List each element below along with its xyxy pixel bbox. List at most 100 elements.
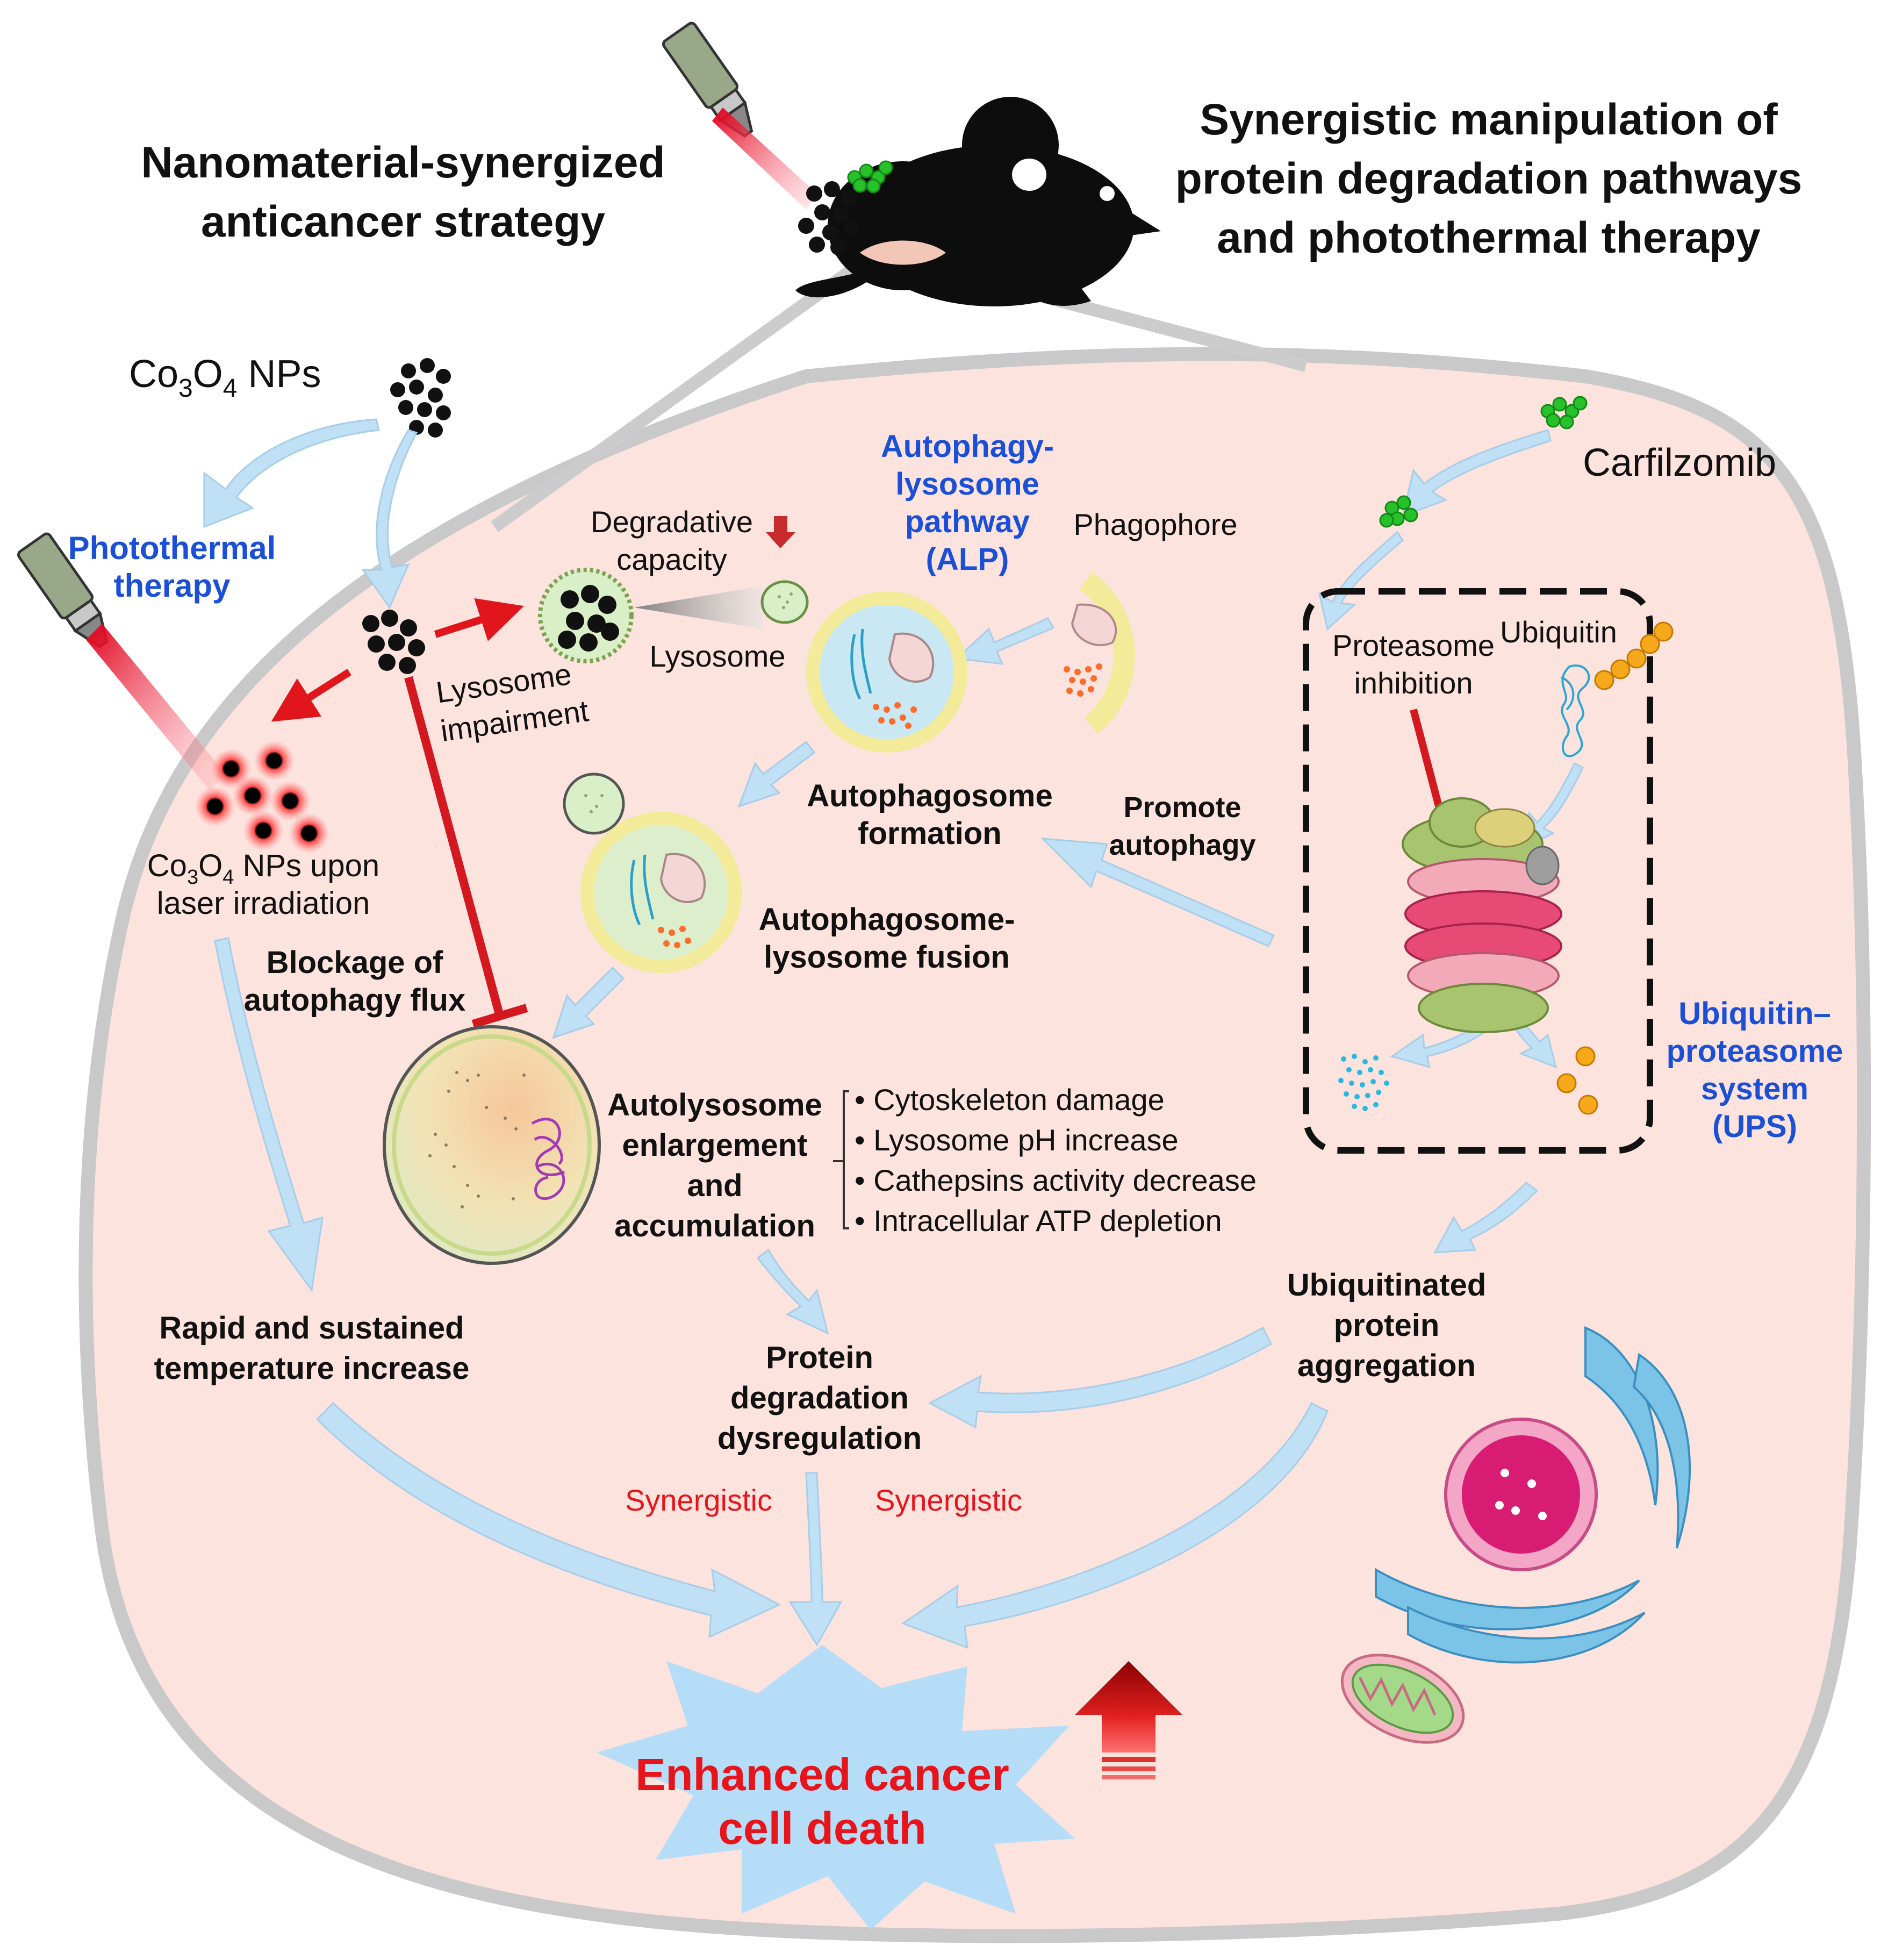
alp-label-line4: (ALP)	[926, 542, 1009, 577]
promote-label-line2: autophagy	[1109, 829, 1255, 861]
irradiated-label-line1: Co3O4 NPs upon	[147, 848, 379, 889]
effect-item-1: • Lysosome pH increase	[855, 1123, 1179, 1157]
flow-arrow-dysregulation-to-death	[788, 1472, 843, 1647]
ups-label-line2: proteasome	[1667, 1034, 1843, 1069]
death-label-line1: Enhanced cancer	[635, 1749, 1009, 1800]
flow-arrow-to-temperature	[214, 937, 324, 1292]
blockage-label-line1: Blockage of	[267, 945, 443, 980]
blockage-label-line2: autophagy flux	[244, 983, 465, 1018]
flow-arrow-drug-to-box	[1318, 531, 1404, 631]
title-right-line3: and photothermal therapy	[1217, 213, 1761, 262]
laser-icon	[662, 22, 753, 138]
photothermal-label-line1: Photothermal	[68, 530, 276, 566]
title-left-line1: Nanomaterial-synergized	[141, 138, 665, 187]
ubiquitin-icon	[1594, 621, 1674, 690]
cell-death-burst	[597, 1645, 1075, 1930]
title-right-line1: Synergistic manipulation of	[1200, 95, 1778, 144]
irradiated-label-line2: laser irradiation	[157, 886, 370, 921]
nucleus-icon	[1444, 1418, 1598, 1571]
inhibition-label-line1: Proteasome	[1332, 628, 1495, 662]
flow-arrow-to-fusion	[737, 740, 816, 808]
ups-label-line1: Ubiquitin–	[1678, 996, 1831, 1031]
inhibition-label-line2: inhibition	[1354, 666, 1473, 700]
nanoparticle-icon	[390, 358, 451, 438]
drug-icon	[847, 160, 893, 194]
alp-label-line1: Autophagy-	[881, 429, 1054, 464]
ups-box	[1303, 588, 1653, 1154]
protein-icon	[1561, 664, 1590, 757]
aggregation-label-line2: protein	[1334, 1308, 1440, 1343]
flow-arrow-carfilzomib-in	[1401, 429, 1552, 518]
flow-arrow-to-autolysosome	[552, 966, 625, 1039]
dysregulation-label-line1: Protein	[766, 1340, 873, 1375]
flow-arrow-to-cell-nps	[361, 429, 418, 610]
ubiquitin-label: Ubiquitin	[1500, 615, 1617, 649]
synergistic-label-right: Synergistic	[875, 1483, 1022, 1517]
effect-item-2: • Cathepsins activity decrease	[855, 1163, 1257, 1197]
drug-icon	[1540, 396, 1588, 430]
degradative-label-line2: capacity	[616, 542, 727, 576]
autolysosome-label-line3: and	[687, 1168, 742, 1203]
flow-arrow-to-aggregation	[1433, 1182, 1539, 1254]
nanoparticle-glowing-icon	[195, 740, 329, 854]
phagophore-label: Phagophore	[1073, 507, 1237, 541]
effect-item-0: • Cytoskeleton damage	[855, 1083, 1165, 1117]
dysregulation-label-line2: degradation	[730, 1380, 909, 1415]
laser-beam-mouse	[712, 108, 817, 210]
formation-label-line1: Autophagosome	[807, 778, 1053, 813]
flow-arrow-aggregation-to-dysregulation	[928, 1326, 1272, 1429]
fusion-icon	[563, 772, 742, 973]
formation-label-line2: formation	[858, 816, 1001, 851]
flow-arrow-promote-autophagy	[1040, 838, 1275, 947]
proteasome-icon	[1402, 797, 1562, 1033]
mitochondrion-icon	[1340, 1654, 1465, 1744]
peptide-fragments-icon	[1338, 1054, 1389, 1111]
autolysosome-icon	[383, 1025, 601, 1265]
ups-label-line3: system	[1701, 1071, 1808, 1106]
title-left-line2: anticancer strategy	[201, 197, 605, 246]
carfilzomib-label: Carfilzomib	[1583, 441, 1776, 484]
death-label-line2: cell death	[718, 1803, 926, 1854]
aggregation-label-line1: Ubiquitinated	[1287, 1268, 1487, 1303]
red-arrow-to-glowing	[271, 669, 351, 722]
effects-bracket	[833, 1090, 849, 1229]
golgi-icon	[1375, 1326, 1691, 1664]
flow-arrow-to-photothermal	[203, 418, 380, 528]
autophagosome-icon	[806, 591, 967, 753]
flow-arrows	[203, 418, 1584, 1649]
photothermal-label-line2: therapy	[114, 568, 231, 604]
flow-arrow-phagophore	[954, 617, 1055, 665]
degradative-label-line1: Degradative	[591, 505, 753, 539]
fusion-label-line2: lysosome fusion	[764, 940, 1010, 975]
aggregation-label-line3: aggregation	[1297, 1348, 1476, 1383]
nanoparticle-icon	[362, 610, 425, 674]
promote-label-line1: Promote	[1123, 791, 1241, 824]
temperature-label-line2: temperature increase	[154, 1351, 470, 1386]
ups-label-line4: (UPS)	[1712, 1109, 1797, 1144]
nanoparticle-icon	[798, 181, 860, 255]
up-arrow-icon	[1075, 1661, 1182, 1779]
fusion-label-line1: Autophagosome-	[759, 902, 1015, 937]
flow-arrow-temperature-to-death	[315, 1401, 781, 1639]
alp-label-line3: pathway	[905, 504, 1030, 539]
drug-icon	[1379, 495, 1418, 528]
synergistic-label-left: Synergistic	[625, 1483, 772, 1517]
ubiquitin-icon	[1556, 1046, 1598, 1115]
inhibition-blockage	[404, 676, 528, 1028]
zoom-line-left	[490, 247, 880, 532]
autolysosome-label-line1: Autolysosome	[607, 1088, 822, 1122]
alp-label-line2: lysosome	[895, 467, 1039, 502]
phagophore-icon	[1064, 571, 1135, 734]
temperature-label-line1: Rapid and sustained	[159, 1311, 464, 1346]
flow-arrow-to-dysregulation	[756, 1248, 829, 1335]
lysosome-label: Lysosome	[649, 639, 785, 673]
flow-arrow-aggregation-to-death	[901, 1401, 1329, 1649]
title-right-line2: protein degradation pathways	[1175, 154, 1802, 203]
autolysosome-label-line2: enlargement	[622, 1128, 808, 1163]
effect-item-3: • Intracellular ATP depletion	[855, 1204, 1222, 1237]
autolysosome-label-line4: accumulation	[614, 1208, 815, 1243]
down-arrow-icon	[766, 516, 795, 548]
mouse-icon	[795, 97, 1161, 306]
